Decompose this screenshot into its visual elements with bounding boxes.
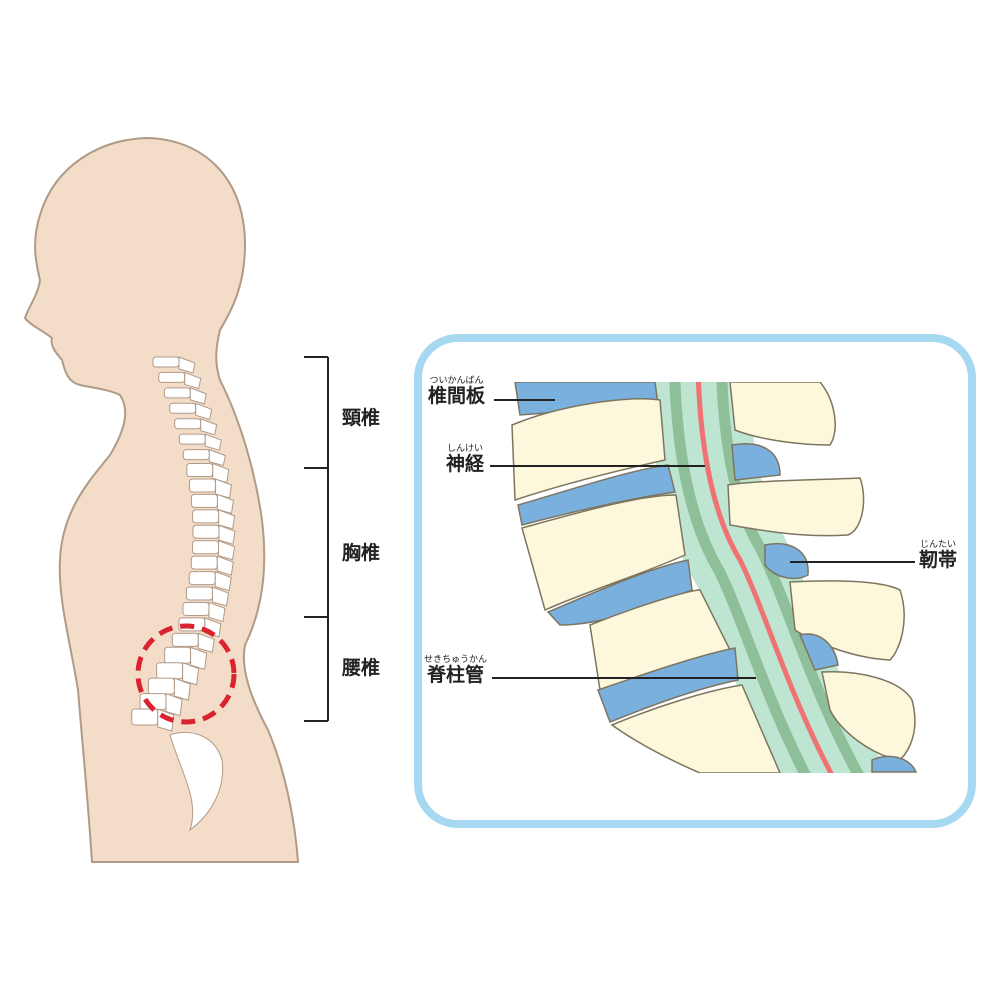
vertebral-body xyxy=(511,397,666,502)
body-silhouette xyxy=(23,136,300,863)
vertebra xyxy=(174,418,202,430)
vertebra xyxy=(171,632,199,647)
ligament xyxy=(731,443,781,481)
spinous-process xyxy=(214,570,232,592)
ligament xyxy=(871,755,918,773)
vertebra xyxy=(131,708,159,726)
vertebra xyxy=(186,463,214,478)
lamina xyxy=(727,477,865,537)
spinous-process xyxy=(216,555,234,576)
vertebra xyxy=(192,540,220,555)
spinous-process xyxy=(178,356,196,374)
sacrum xyxy=(169,731,224,832)
spinous-process xyxy=(184,371,202,390)
label-lumbar: 腰椎 xyxy=(342,657,381,679)
spinous-process xyxy=(165,692,183,717)
region-bracket xyxy=(304,356,329,722)
vertebra xyxy=(188,571,216,586)
spinous-process xyxy=(204,433,222,451)
lumbar-highlight-circle xyxy=(135,623,237,725)
vertebra xyxy=(152,356,180,368)
spinous-process xyxy=(214,478,233,499)
nerve xyxy=(695,382,834,773)
vertebra xyxy=(182,601,210,616)
vertebra xyxy=(178,433,206,445)
leader-lines xyxy=(490,399,915,679)
vertebra xyxy=(164,646,192,664)
vertebra xyxy=(156,662,184,680)
label-thoracic: 胸椎 xyxy=(342,542,381,564)
vertebra xyxy=(192,509,220,524)
vertebra xyxy=(147,677,175,695)
vertebra xyxy=(190,493,218,508)
spinous-process xyxy=(216,493,234,515)
vertebra xyxy=(158,371,186,383)
spinous-process xyxy=(218,524,236,545)
vertebral-body xyxy=(521,494,686,612)
vertebra xyxy=(185,586,213,601)
label-nerve: しんけい 神経 xyxy=(446,444,485,475)
spinous-process xyxy=(212,462,230,484)
spine-cross-section xyxy=(511,382,918,773)
spinous-process xyxy=(197,632,215,653)
vertebra xyxy=(163,387,191,399)
intervertebral-disc xyxy=(546,559,693,626)
spinous-process xyxy=(182,661,200,686)
lamina xyxy=(821,671,916,761)
label-disc: ついかんばん 椎間板 xyxy=(428,376,486,407)
spinous-process xyxy=(218,509,236,530)
spine-vertebrae xyxy=(131,356,236,832)
label-spinal-canal: せきちゅうかん 脊柱管 xyxy=(424,655,488,686)
spinous-process xyxy=(208,448,226,467)
vertebra xyxy=(192,524,220,539)
spinous-process xyxy=(211,586,230,607)
vertebral-body xyxy=(610,684,781,773)
spinous-process xyxy=(189,387,207,405)
label-ligament: じんたい 靭帯 xyxy=(919,540,958,571)
ligament xyxy=(798,633,839,671)
lamina xyxy=(729,382,836,446)
vertebra xyxy=(182,449,210,461)
vertebra xyxy=(169,402,197,414)
spinous-process xyxy=(195,402,213,420)
spinous-process xyxy=(218,539,236,561)
intervertebral-disc xyxy=(517,464,676,526)
vertebra xyxy=(190,555,218,570)
spinous-process xyxy=(200,418,218,436)
spinous-process xyxy=(190,646,208,670)
spinous-process xyxy=(173,677,191,701)
ligament xyxy=(764,543,809,580)
vertebra xyxy=(188,478,216,493)
intervertebral-disc xyxy=(597,647,739,723)
label-cervical: 頸椎 xyxy=(342,407,381,429)
spinous-process xyxy=(208,601,226,623)
